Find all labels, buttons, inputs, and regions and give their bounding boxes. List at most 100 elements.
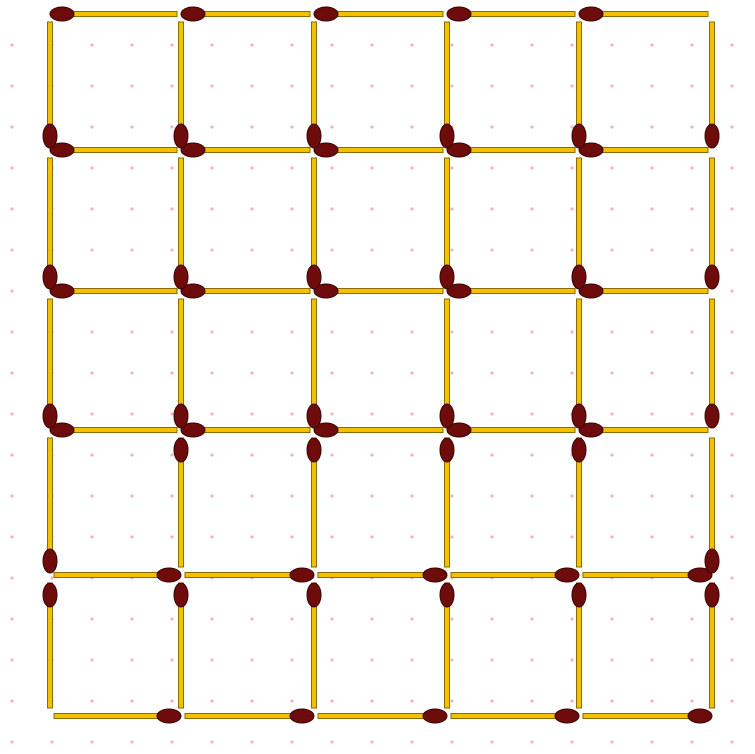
grid-dot-icon: [650, 617, 653, 620]
grid-dot-icon: [130, 248, 133, 251]
grid-dot-icon: [450, 330, 453, 333]
matchstick-h-0[interactable]: [50, 7, 177, 21]
match-head-icon: [157, 709, 181, 723]
matchstick-v-50[interactable]: [307, 438, 321, 567]
matchstick-v-46[interactable]: [572, 299, 586, 428]
grid-dot-icon: [10, 84, 13, 87]
grid-dot-icon: [530, 43, 533, 46]
matchstick-v-47[interactable]: [705, 299, 719, 428]
grid-dot-icon: [650, 412, 653, 415]
grid-dot-icon: [530, 617, 533, 620]
matchstick-v-56[interactable]: [307, 583, 321, 708]
grid-dot-icon: [170, 84, 173, 87]
matchstick-h-3[interactable]: [447, 7, 575, 21]
matchstick-v-49[interactable]: [174, 438, 188, 567]
matchstick-h-25[interactable]: [54, 709, 181, 723]
grid-dot-icon: [410, 658, 413, 661]
matchstick-h-16[interactable]: [181, 423, 310, 437]
grid-dot-icon: [690, 43, 693, 46]
matchstick-h-5[interactable]: [50, 143, 177, 157]
matchstick-h-14[interactable]: [579, 284, 708, 298]
grid-dot-icon: [650, 248, 653, 251]
matchstick-v-35[interactable]: [705, 22, 719, 148]
matchstick-v-55[interactable]: [174, 583, 188, 708]
matchstick-h-12[interactable]: [314, 284, 443, 298]
grid-dot-icon: [330, 84, 333, 87]
grid-dot-icon: [210, 84, 213, 87]
matchstick-v-31[interactable]: [174, 22, 188, 148]
match-head-icon: [688, 709, 712, 723]
matchstick-h-15[interactable]: [50, 423, 177, 437]
matchstick-v-42[interactable]: [43, 299, 57, 428]
grid-dot-icon: [490, 453, 493, 456]
grid-dot-icon: [650, 453, 653, 456]
grid-dot-icon: [730, 84, 733, 87]
matchstick-v-38[interactable]: [307, 158, 321, 289]
matchstick-v-58[interactable]: [572, 583, 586, 708]
matchstick-h-13[interactable]: [447, 284, 575, 298]
matchstick-h-6[interactable]: [181, 143, 310, 157]
matchstick-h-18[interactable]: [447, 423, 575, 437]
matchstick-v-44[interactable]: [307, 299, 321, 428]
matchstick-v-53[interactable]: [705, 438, 719, 573]
matchstick-v-36[interactable]: [43, 158, 57, 289]
matchstick-h-20[interactable]: [54, 568, 181, 582]
grid-dot-icon: [130, 84, 133, 87]
matchstick-v-45[interactable]: [440, 299, 454, 428]
grid-dot-icon: [90, 535, 93, 538]
matchstick-h-22[interactable]: [318, 568, 447, 582]
grid-dot-icon: [250, 617, 253, 620]
match-head-icon: [440, 124, 454, 148]
matchstick-v-51[interactable]: [440, 438, 454, 567]
grid-dot-icon: [250, 248, 253, 251]
matchstick-v-48[interactable]: [43, 438, 57, 573]
grid-dot-icon: [610, 658, 613, 661]
matchstick-v-32[interactable]: [307, 22, 321, 148]
matchstick-h-24[interactable]: [583, 568, 712, 582]
matchstick-v-54[interactable]: [43, 583, 57, 708]
matchstick-v-34[interactable]: [572, 22, 586, 148]
grid-dot-icon: [90, 699, 93, 702]
matchstick-h-23[interactable]: [451, 568, 579, 582]
grid-dot-icon: [290, 412, 293, 415]
matchstick-v-52[interactable]: [572, 438, 586, 567]
grid-dot-icon: [610, 166, 613, 169]
match-head-icon: [555, 568, 579, 582]
matchstick-h-27[interactable]: [318, 709, 447, 723]
matchstick-h-26[interactable]: [185, 709, 314, 723]
matchstick-h-2[interactable]: [314, 7, 443, 21]
matchstick-h-28[interactable]: [451, 709, 579, 723]
matchstick-v-40[interactable]: [572, 158, 586, 289]
matchstick-h-9[interactable]: [579, 143, 708, 157]
matchstick-v-39[interactable]: [440, 158, 454, 289]
match-head-icon: [43, 404, 57, 428]
matchstick-h-19[interactable]: [579, 423, 708, 437]
grid-dot-icon: [410, 494, 413, 497]
matchstick-v-30[interactable]: [43, 22, 57, 148]
matchstick-v-57[interactable]: [440, 583, 454, 708]
matchstick-h-17[interactable]: [314, 423, 443, 437]
matchstick-v-41[interactable]: [705, 158, 719, 289]
grid-dot-icon: [650, 207, 653, 210]
grid-dot-icon: [570, 330, 573, 333]
matchstick-h-21[interactable]: [185, 568, 314, 582]
matchstick-h-4[interactable]: [579, 7, 708, 21]
match-head-icon: [705, 549, 719, 573]
grid-dot-icon: [170, 535, 173, 538]
matchstick-h-8[interactable]: [447, 143, 575, 157]
matchstick-h-10[interactable]: [50, 284, 177, 298]
matchstick-h-1[interactable]: [181, 7, 310, 21]
matchstick-h-11[interactable]: [181, 284, 310, 298]
matchstick-h-7[interactable]: [314, 143, 443, 157]
matchstick-h-29[interactable]: [583, 709, 712, 723]
grid-dot-icon: [290, 166, 293, 169]
matchstick-v-37[interactable]: [174, 158, 188, 289]
grid-dot-icon: [610, 494, 613, 497]
matchstick-v-59[interactable]: [705, 583, 719, 708]
matchstick-v-43[interactable]: [174, 299, 188, 428]
grid-dot-icon: [10, 207, 13, 210]
grid-dot-icon: [10, 699, 13, 702]
grid-dot-icon: [610, 43, 613, 46]
grid-dot-icon: [450, 658, 453, 661]
match-head-icon: [440, 583, 454, 607]
